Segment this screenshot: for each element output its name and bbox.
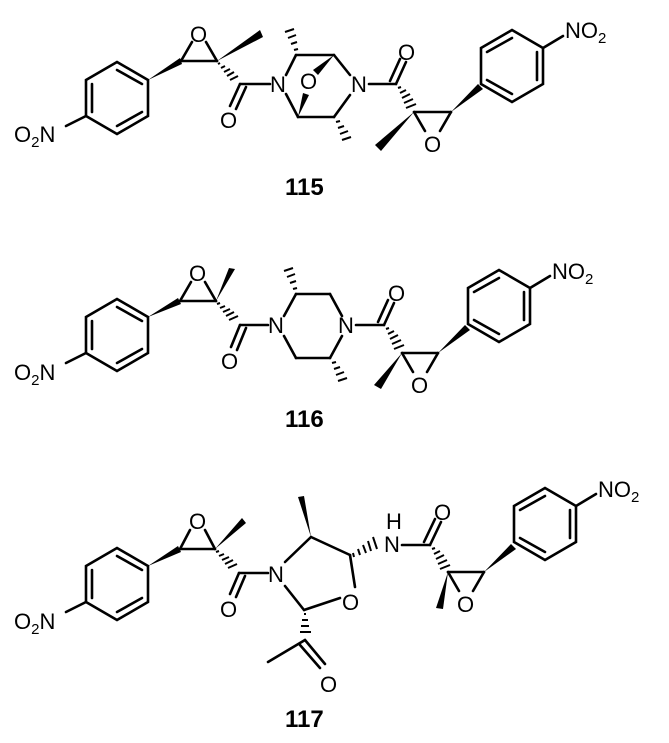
epoxide-oxygen: O: [424, 132, 441, 157]
carbonyl-oxygen: O: [388, 281, 405, 306]
wedge-bond: [436, 572, 448, 609]
wedge-bond: [374, 353, 402, 389]
nitro-group-left: O2N: [14, 360, 55, 389]
epoxide-oxygen: O: [189, 261, 206, 286]
amide-nitrogen: N: [270, 72, 286, 97]
amide-nh-nitrogen: N: [384, 532, 400, 557]
wedge-bond: [148, 58, 182, 80]
wedge-bond: [148, 298, 181, 317]
bridge-oxygen: O: [300, 69, 317, 94]
wedge-bond: [216, 268, 235, 301]
wedge-bond: [438, 325, 470, 353]
carbonyl-oxygen: O: [398, 40, 415, 65]
wedge-bond: [375, 112, 414, 151]
amide-nh-hydrogen: H: [386, 509, 402, 534]
amide-nitrogen: N: [351, 72, 367, 97]
epoxide-oxygen: O: [190, 22, 207, 47]
wedge-bond: [298, 93, 309, 117]
piperazine-nitrogen: N: [268, 313, 284, 338]
wedge-bond: [215, 518, 246, 549]
compound-117: O2N O O N O: [14, 477, 639, 733]
epoxide-oxygen: O: [457, 592, 474, 617]
wedge-bond: [298, 496, 311, 537]
nitro-group-left: O2N: [14, 122, 55, 151]
compound-label-116: 116: [285, 406, 324, 433]
left-nitrophenyl-ring: [64, 60, 150, 136]
oxazolidine-nitrogen: N: [268, 562, 284, 587]
compound-116: O2N O O N N: [14, 259, 593, 433]
compound-label-117: 117: [285, 706, 324, 733]
compound-115: O2N O O N N O: [14, 18, 606, 201]
epoxide-oxygen: O: [189, 509, 206, 534]
nitro-group-right: NO2: [598, 477, 639, 506]
nitro-group-right: NO2: [565, 18, 606, 47]
nitro-group-left: O2N: [14, 609, 55, 638]
piperazine-nitrogen: N: [338, 313, 354, 338]
wedge-bond: [313, 55, 334, 75]
carbonyl-oxygen: O: [434, 500, 451, 525]
carbonyl-oxygen: O: [220, 597, 237, 622]
acetyl-oxygen: O: [320, 672, 337, 697]
carbonyl-oxygen: O: [221, 349, 238, 374]
hash-bond: [217, 62, 239, 81]
wedge-bond: [484, 544, 516, 572]
nitro-group-right: NO2: [552, 259, 593, 288]
wedge-bond: [451, 84, 483, 112]
epoxide-oxygen: O: [411, 373, 428, 398]
wedge-bond: [217, 30, 263, 61]
oxazolidine-oxygen: O: [342, 590, 359, 615]
carbonyl-oxygen: O: [220, 108, 237, 133]
wedge-bond: [148, 546, 181, 566]
compound-label-115: 115: [285, 174, 324, 201]
